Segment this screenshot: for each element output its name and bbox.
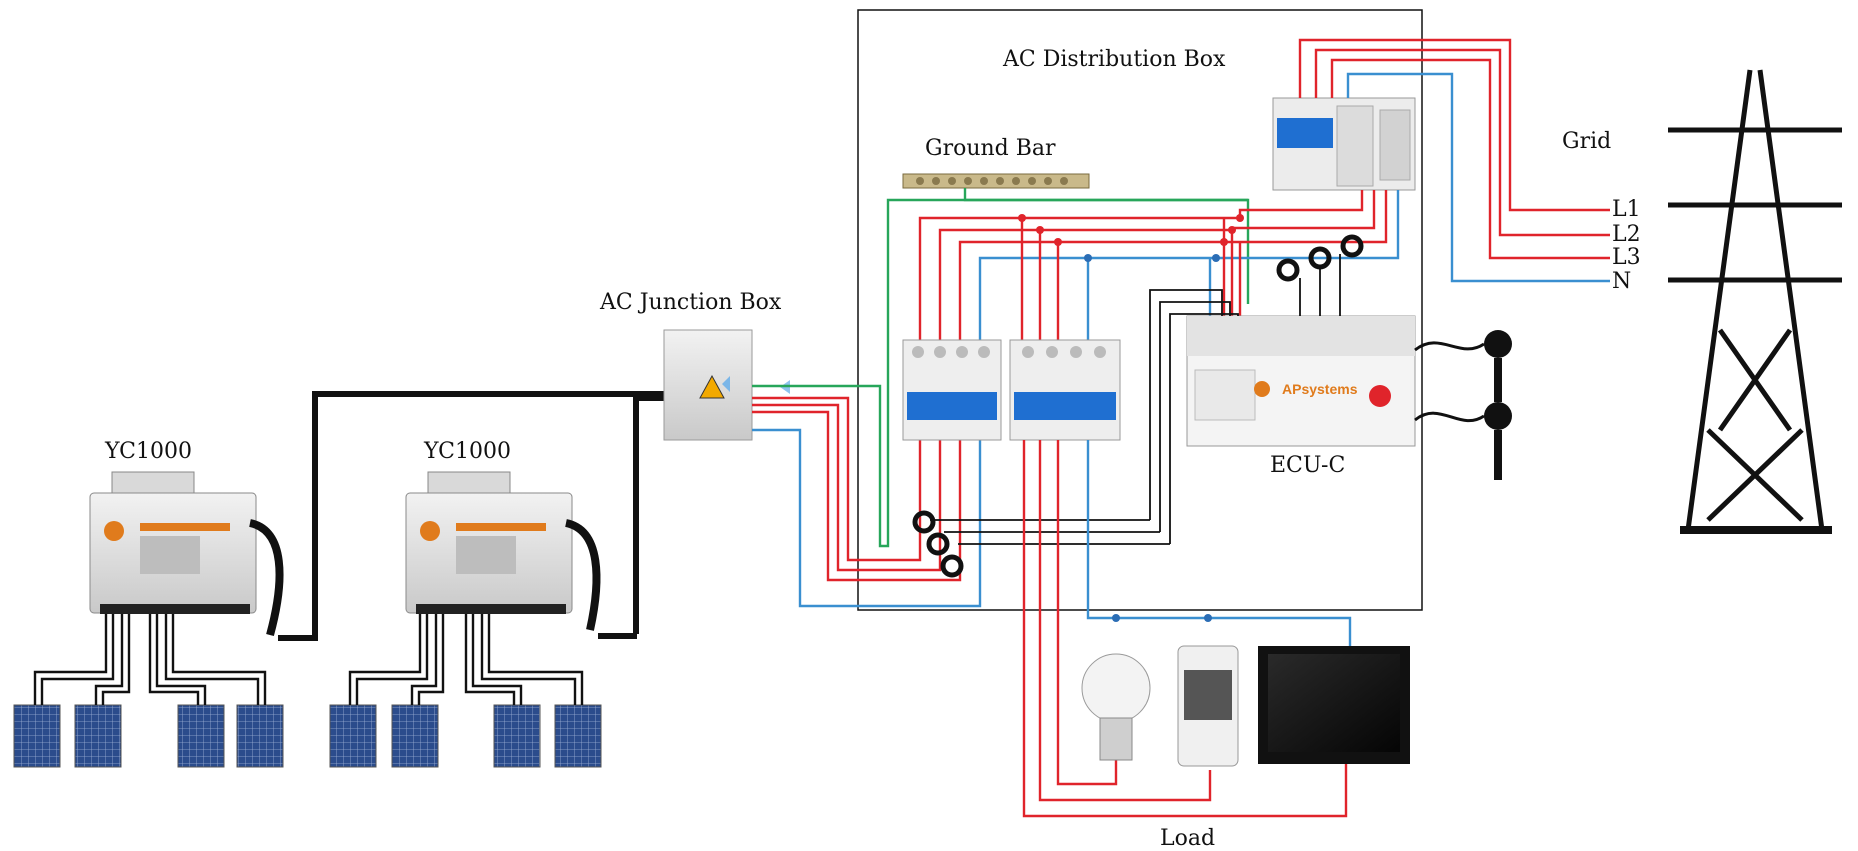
neutral-label: N (1612, 269, 1631, 294)
ac-trunk-cable (278, 391, 668, 641)
distribution-box-label: AC Distribution Box (1002, 47, 1226, 72)
load-label: Load (1160, 826, 1215, 851)
circuit-breaker-icon (1009, 339, 1121, 441)
air-cooler-icon (1177, 645, 1239, 767)
solar-panel-icon (13, 704, 602, 768)
transmission-tower-icon (1668, 69, 1842, 534)
microinverter-icon (405, 471, 601, 631)
phase-l2-label: L2 (1612, 222, 1641, 247)
television-icon (1258, 646, 1410, 764)
junction-box-label: AC Junction Box (599, 290, 782, 315)
phase-l1-label: L1 (1612, 197, 1641, 222)
circuit-breaker-icon (1272, 97, 1416, 191)
ecu-label: ECU-C (1270, 453, 1345, 478)
circuit-breaker-icon (902, 339, 1002, 441)
phase-l3-label: L3 (1612, 245, 1641, 270)
antenna-icon (1414, 330, 1512, 480)
current-transformer-icon (912, 510, 964, 578)
grid-label: Grid (1562, 129, 1611, 154)
light-bulb-icon (1081, 653, 1151, 761)
dc-cables (33, 612, 584, 705)
inverter-1-label: YC1000 (104, 439, 192, 464)
ground-bar-icon (902, 173, 1090, 189)
inverter-2-label: YC1000 (423, 439, 511, 464)
junction-box-icon (663, 329, 790, 441)
microinverter-icon (89, 471, 284, 637)
ground-bar-label: Ground Bar (925, 136, 1056, 161)
distribution-box-frame (857, 9, 1423, 611)
ecu-brand: APsystems (1282, 381, 1358, 397)
ecu-icon: APsystems (1186, 315, 1416, 447)
